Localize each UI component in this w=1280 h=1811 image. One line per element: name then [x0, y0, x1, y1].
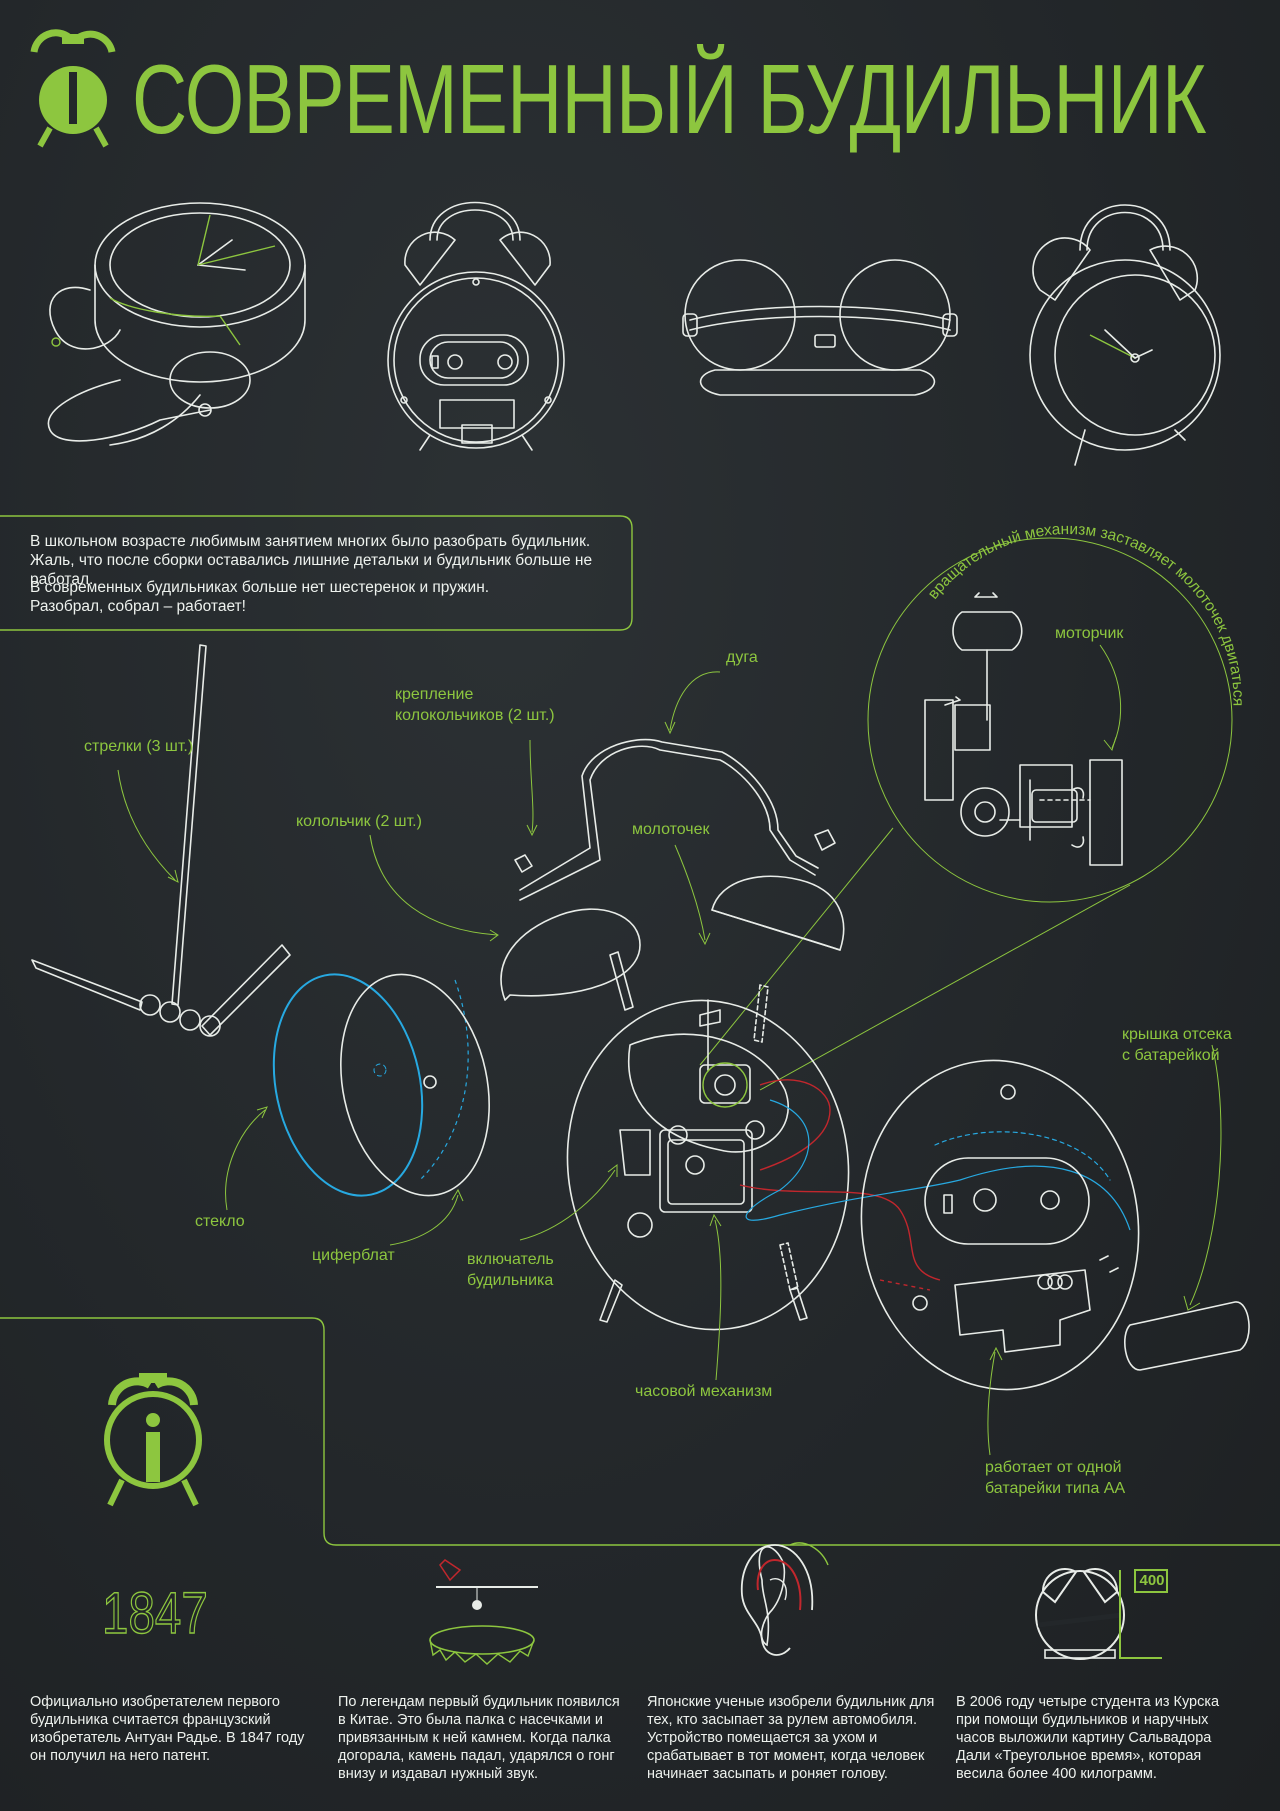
fact-text-4: В 2006 году четыре студента из Курска пр…	[956, 1694, 1220, 1782]
clock-front-view	[1029, 204, 1221, 466]
label-glass: стекло	[195, 1213, 245, 1230]
stick-and-gong-icon	[429, 1559, 538, 1665]
exploded-hands	[31, 644, 291, 1037]
info-section-frame	[0, 1317, 1280, 1546]
info-alarm-clock-icon	[104, 1373, 202, 1507]
label-bell-mount-line-2: колокольчиков (2 шт.)	[395, 707, 555, 724]
label-dial: циферблат	[312, 1247, 395, 1264]
clock-top-view	[682, 259, 958, 396]
label-clock-mechanism: часовой механизм	[635, 1383, 773, 1400]
clock-back-view	[387, 201, 565, 451]
weight-alarm-clock-icon	[1035, 1568, 1168, 1660]
fact-weight-badge: 400	[1139, 1572, 1165, 1589]
exploded-bells-and-arc	[369, 671, 845, 1001]
label-battery-line-2: батарейки типа АА	[985, 1480, 1126, 1497]
intro-paragraph-2-line-2: Разобрал, собрал – работает!	[30, 598, 246, 615]
label-bell-mount-line-1: крепление	[395, 686, 474, 703]
label-hammer: молоточек	[632, 821, 710, 838]
motor-detail-callout	[699, 537, 1233, 1091]
label-arc: дуга	[726, 649, 758, 666]
fact-year-badge: 1847	[101, 1581, 208, 1646]
page-title: СОВРЕМЕННЫЙ БУДИЛЬНИК	[132, 44, 1206, 154]
exploded-back-cover	[860, 1044, 1250, 1456]
fact-text-1: Официально изобретателем первого будильн…	[30, 1694, 305, 1764]
exploded-dial	[340, 973, 490, 1246]
label-battery-cover-line-2: с батарейкой	[1122, 1047, 1220, 1064]
alarm-clock-logo-icon	[30, 29, 116, 148]
exploded-clock-body	[519, 951, 1131, 1381]
label-battery-cover-line-1: крышка отсека	[1122, 1026, 1232, 1043]
intro-paragraph-2-line-1: В современных будильниках больше нет шес…	[30, 579, 490, 596]
intro-paragraph-1: В школьном возрасте любимым занятием мно…	[30, 533, 593, 588]
label-motor: моторчик	[1055, 625, 1124, 642]
label-bells: колольчик (2 шт.)	[296, 813, 422, 830]
label-battery-line-1: работает от одной	[985, 1459, 1122, 1476]
clock-perspective-view	[47, 202, 306, 446]
exploded-glass	[225, 973, 469, 1211]
ear-icon	[740, 1542, 829, 1656]
label-hands: стрелки (3 шт.)	[84, 738, 194, 755]
fact-text-2: По легендам первый будильник появился в …	[338, 1694, 620, 1782]
intro-box-frame	[0, 515, 633, 631]
fact-text-3: Японские ученые изобрели будильник для т…	[647, 1694, 935, 1782]
label-switch-line-1: включатель	[467, 1251, 554, 1268]
label-switch-line-2: будильника	[467, 1272, 554, 1289]
